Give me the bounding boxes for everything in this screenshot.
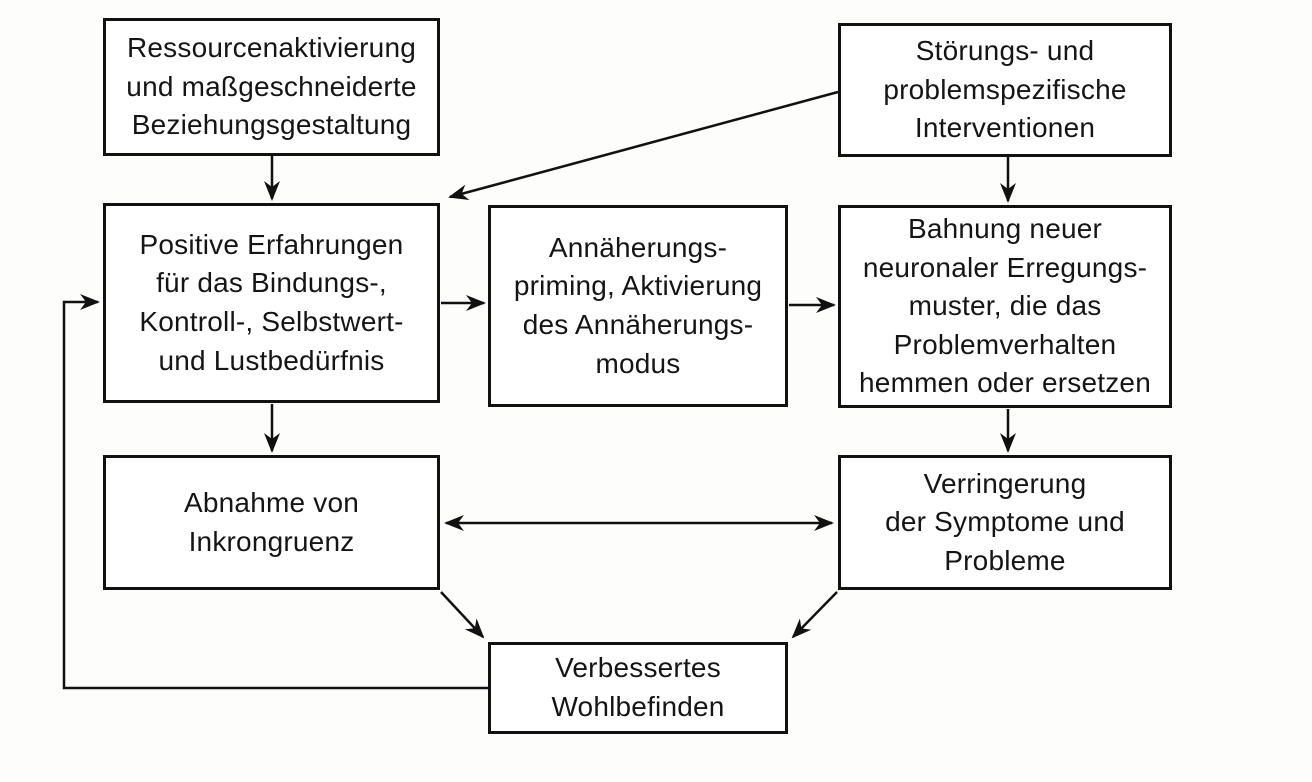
- feedback-arrow-wohlbefinden-to-positive: [62, 294, 488, 690]
- node-stoerungsspezifische-interventionen-label: Störungs- und problemspezifische Interve…: [883, 35, 1127, 144]
- node-bahnung-neuer-erregungsmuster: Bahnung neuer neuronaler Erregungs- must…: [838, 205, 1172, 408]
- node-annaeherungspriming: Annäherungs- priming, Aktivierung des An…: [488, 205, 788, 407]
- node-bahnung-neuer-erregungsmuster-label: Bahnung neuer neuronaler Erregungs- must…: [859, 212, 1151, 399]
- node-verbessertes-wohlbefinden: Verbessertes Wohlbefinden: [488, 642, 788, 734]
- arrow-verringerung-to-wohlbefinden: [791, 591, 838, 639]
- arrow-abnahme-to-wohlbefinden: [440, 591, 485, 639]
- node-abnahme-von-inkongruenz-label: Abnahme von Inkrongruenz: [184, 486, 359, 557]
- node-ressourcenaktivierung-label: Ressourcenaktivierung und maßgeschneider…: [126, 32, 417, 141]
- node-annaeherungspriming-label: Annäherungs- priming, Aktivierung des An…: [513, 231, 763, 379]
- node-verringerung-symptome-probleme: Verringerung der Symptome und Probleme: [838, 455, 1172, 590]
- node-positive-erfahrungen: Positive Erfahrungen für das Bindungs-, …: [103, 203, 440, 403]
- arrow-stoerung-to-positive: [448, 90, 839, 201]
- node-abnahme-von-inkongruenz: Abnahme von Inkrongruenz: [103, 455, 440, 590]
- node-verringerung-symptome-probleme-label: Verringerung der Symptome und Probleme: [885, 467, 1125, 576]
- node-positive-erfahrungen-label: Positive Erfahrungen für das Bindungs-, …: [139, 228, 404, 376]
- node-verbessertes-wohlbefinden-label: Verbessertes Wohlbefinden: [551, 652, 725, 722]
- node-stoerungsspezifische-interventionen: Störungs- und problemspezifische Interve…: [838, 23, 1172, 157]
- node-ressourcenaktivierung: Ressourcenaktivierung und maßgeschneider…: [103, 18, 440, 156]
